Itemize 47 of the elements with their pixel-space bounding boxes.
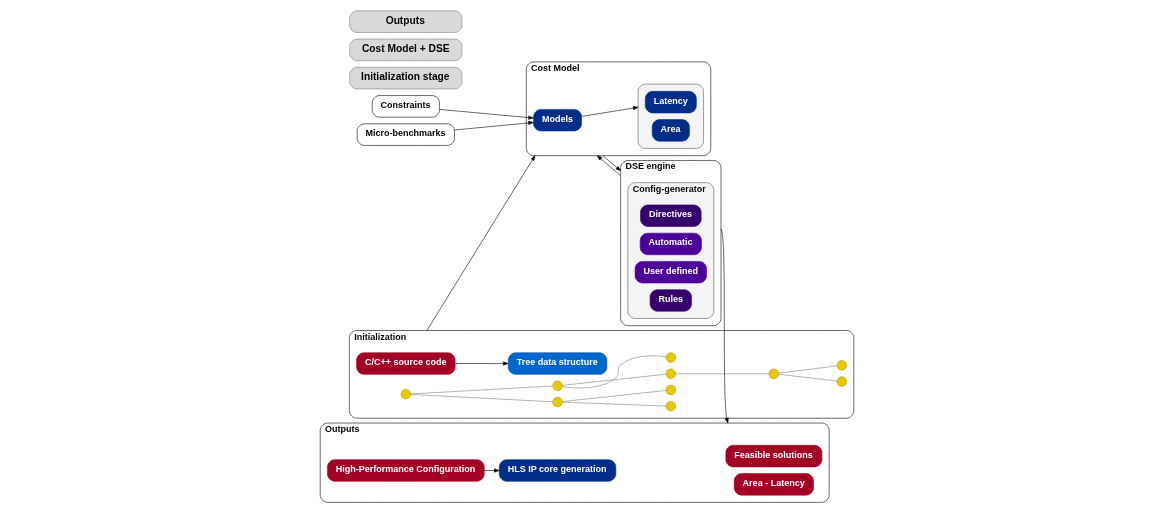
connector [778, 365, 838, 374]
node-circle [836, 360, 847, 371]
node-box: C/C++ source code [356, 352, 456, 375]
node-box: Outputs [349, 10, 463, 33]
node-circle [665, 368, 676, 379]
node-box: Automatic [639, 232, 702, 256]
node-box: Micro-benchmarks [356, 123, 455, 146]
node-circle [665, 401, 676, 412]
node-box: Models [533, 109, 582, 132]
arrow [720, 228, 729, 424]
node-circle [665, 352, 676, 363]
node-box: Area - Latency [733, 473, 814, 496]
connector [778, 373, 838, 382]
arrow [426, 155, 536, 331]
arrow [484, 468, 500, 473]
node-box: Directives [640, 204, 702, 227]
node-box: Latency [645, 91, 697, 114]
arrow [596, 155, 621, 176]
connector [410, 394, 553, 403]
arrow [602, 155, 621, 172]
node-box: Cost Model + DSE [349, 38, 463, 61]
node-circle [400, 389, 411, 400]
arrow [454, 120, 534, 131]
connector [562, 401, 667, 407]
connector [562, 390, 667, 402]
connector [675, 373, 770, 375]
node-box: Constraints [371, 95, 440, 118]
node-box: Rules [649, 289, 692, 312]
arrow [439, 109, 534, 120]
node-box: User defined [634, 261, 707, 284]
node-circle [552, 396, 563, 408]
node-circle [552, 380, 563, 391]
node-box: Area [651, 119, 690, 142]
node-box: Initialization stage [349, 67, 463, 90]
node-box: HLS IP core generation [498, 459, 617, 482]
connector [562, 373, 667, 386]
node-box: Feasible solutions [725, 444, 823, 468]
cluster [637, 83, 704, 149]
connector [562, 355, 667, 389]
arrow [581, 106, 639, 117]
node-circle [768, 368, 779, 379]
node-circle [836, 376, 847, 387]
arrow [455, 361, 509, 366]
node-box: High-Performance Configuration [327, 459, 485, 482]
node-circle [665, 384, 676, 396]
connector [410, 385, 553, 395]
node-box: Tree data structure [508, 352, 608, 375]
